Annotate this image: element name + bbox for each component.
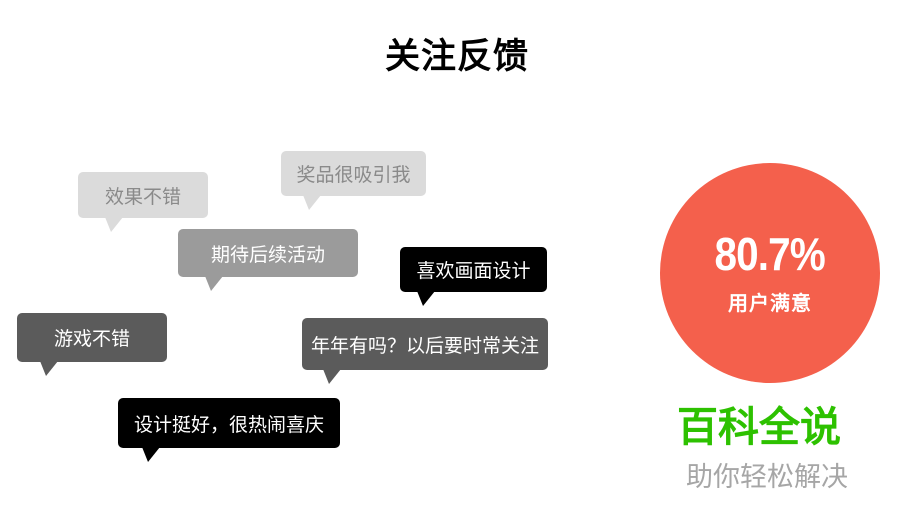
slide-title: 关注反馈 bbox=[384, 37, 529, 76]
bubble-tail bbox=[105, 217, 123, 232]
feedback-text: 设计挺好，很热闹喜庆 bbox=[133, 414, 324, 436]
feedback-text: 期待后续活动 bbox=[210, 244, 325, 266]
satisfaction-percentage: 80.7% bbox=[714, 227, 826, 280]
brand-tagline: 助你轻松解决 bbox=[686, 462, 848, 493]
satisfaction-circle: 80.7% 用户满意 bbox=[660, 163, 880, 383]
feedback-bubble: 喜欢画面设计 bbox=[400, 247, 547, 306]
feedback-text: 效果不错 bbox=[104, 186, 181, 208]
bubble-tail bbox=[323, 369, 341, 384]
bubble-tail bbox=[417, 291, 435, 306]
bubble-tail bbox=[142, 447, 160, 462]
brand-block: 百科全说 助你轻松解决 bbox=[677, 402, 848, 494]
feedback-text: 奖品很吸引我 bbox=[296, 165, 411, 186]
feedback-bubble: 年年有吗？以后要时常关注 bbox=[302, 318, 548, 384]
feedback-bubble: 设计挺好，很热闹喜庆 bbox=[118, 398, 340, 462]
feedback-bubble: 期待后续活动 bbox=[178, 229, 358, 291]
bubble-tail bbox=[40, 361, 58, 376]
feedback-text: 喜欢画面设计 bbox=[416, 261, 531, 282]
feedback-text: 年年有吗？以后要时常关注 bbox=[310, 335, 539, 357]
feedback-bubble: 奖品很吸引我 bbox=[281, 151, 426, 210]
bubble-tail bbox=[205, 276, 223, 291]
brand-name: 百科全说 bbox=[677, 404, 841, 450]
feedback-text: 游戏不错 bbox=[53, 329, 130, 350]
feedback-bubble: 游戏不错 bbox=[17, 313, 167, 376]
feedback-bubble: 效果不错 bbox=[78, 172, 208, 232]
satisfaction-caption: 用户满意 bbox=[728, 292, 812, 315]
bubble-tail bbox=[303, 195, 321, 210]
